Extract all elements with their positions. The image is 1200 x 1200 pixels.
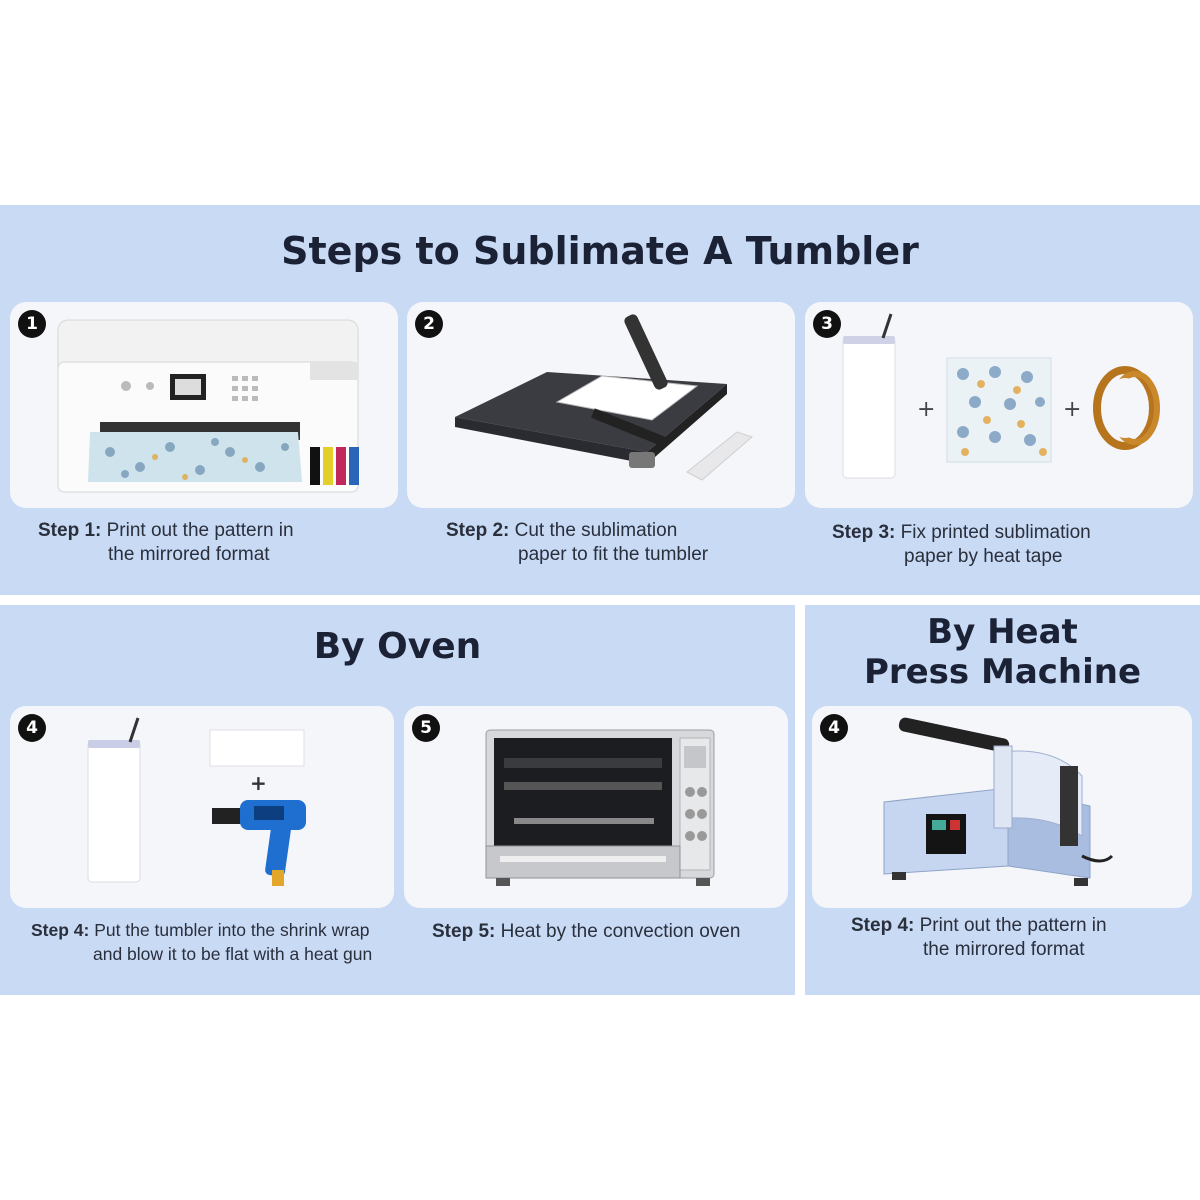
step3-caption: Step 3: Fix printed sublimation paper by… [832, 521, 1091, 569]
step3-label: Step 3: [832, 522, 896, 543]
press-step4-caption: Step 4: Print out the pattern in the mir… [851, 914, 1107, 962]
step1-badge: 1 [18, 310, 46, 338]
oven-step4-card: 4 + [10, 706, 394, 908]
plus-icon-1: + [917, 397, 935, 422]
oven-title: By Oven [313, 626, 482, 667]
step3-badge: 3 [813, 310, 841, 338]
oven-step5-text-line1: Heat by the convection oven [495, 921, 741, 942]
oven-step4-caption: Step 4: Put the tumbler into the shrink … [31, 918, 372, 966]
press-step4-card: 4 [812, 706, 1192, 908]
step1-label: Step 1: [38, 520, 102, 541]
press-step4-label: Step 4: [851, 915, 915, 936]
heat-press-title-line1: By Heat [927, 612, 1078, 652]
step2-card: 2 [407, 302, 795, 508]
tumbler-paper-tape-icon: + + [842, 313, 1160, 479]
tumbler-heatgun-icon: + [87, 717, 306, 886]
heat-press-title-line2: Press Machine [863, 652, 1142, 693]
oven-step5-caption: Step 5: Heat by the convection oven [432, 920, 740, 944]
step1-card: 1 [10, 302, 398, 508]
step1-caption: Step 1: Print out the pattern in the mir… [38, 519, 294, 567]
oven-step5-card: 5 [404, 706, 788, 908]
press-step4-text-line2: the mirrored format [923, 939, 1085, 960]
step3-text-line1: Fix printed sublimation [895, 522, 1091, 543]
step3-card: 3 + + [805, 302, 1193, 508]
step2-badge: 2 [415, 310, 443, 338]
press-step4-text-line1: Print out the pattern in [914, 915, 1107, 936]
main-title: Steps to Sublimate A Tumbler [281, 229, 919, 273]
plus-icon-2: + [1063, 397, 1081, 422]
oven-step5-badge: 5 [412, 714, 440, 742]
step2-caption: Step 2: Cut the sublimation paper to fit… [446, 519, 708, 567]
paper-cutter-icon [455, 314, 753, 481]
oven-step5-label: Step 5: [432, 921, 496, 942]
step3-text-line2: paper by heat tape [904, 546, 1063, 567]
step2-text-line1: Cut the sublimation [509, 520, 678, 541]
heat-press-icon [883, 717, 1114, 886]
oven-step4-text-line2: and blow it to be flat with a heat gun [93, 944, 373, 964]
press-step4-badge: 4 [820, 714, 848, 742]
step2-text-line2: paper to fit the tumbler [518, 544, 709, 565]
step1-text-line1: Print out the pattern in [101, 520, 294, 541]
oven-step4-label: Step 4: [31, 920, 90, 940]
oven-step4-badge: 4 [18, 714, 46, 742]
convection-oven-icon [485, 729, 715, 886]
step2-label: Step 2: [446, 520, 510, 541]
plus-icon-3: + [250, 771, 267, 795]
oven-step4-text-line1: Put the tumbler into the shrink wrap [89, 920, 370, 940]
heat-press-title: By Heat Press Machine [805, 612, 1200, 692]
printer-icon [57, 319, 359, 493]
step1-text-line2: the mirrored format [108, 544, 270, 565]
